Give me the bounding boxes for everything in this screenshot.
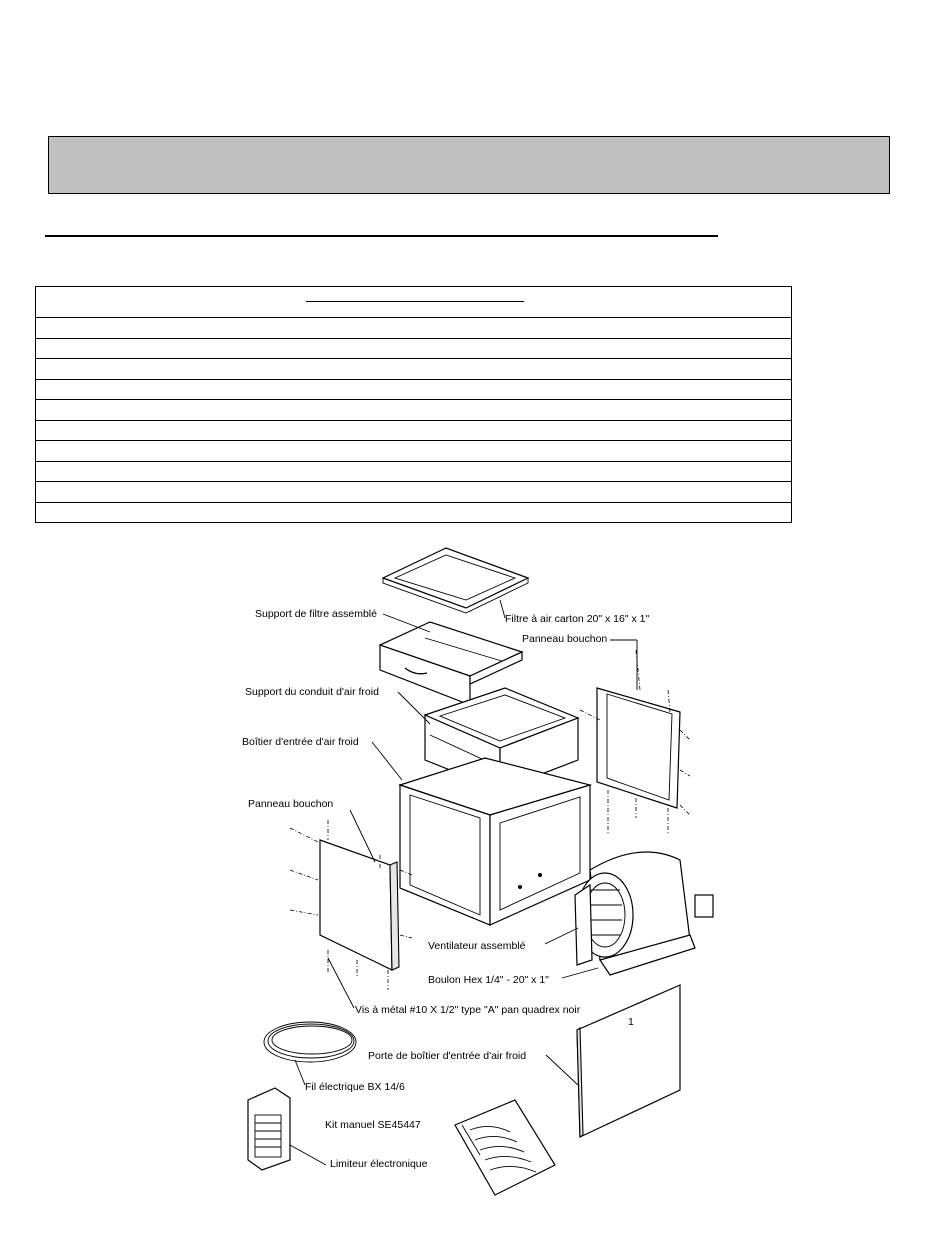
header-band [48, 136, 890, 194]
label-fan: Ventilateur assemblé [428, 940, 526, 952]
label-plug-panel-left: Panneau bouchon [248, 798, 333, 810]
label-screw: Vis à métal #10 X 1/2" type "A" pan quad… [355, 1004, 581, 1016]
table-row [35, 501, 792, 523]
air-filter [381, 547, 530, 614]
label-cold-inlet-box: Boîtier d'entrée d'air froid [242, 736, 359, 748]
label-filter: Filtre à air carton 20" x 16" x 1" [505, 613, 650, 625]
fan-assembly [574, 851, 714, 976]
cold-inlet-box [398, 757, 593, 926]
section-divider [45, 235, 718, 237]
plug-panel-right [579, 649, 691, 835]
label-limiter: Limiteur électronique [330, 1158, 428, 1170]
door-mark: 1 [628, 1016, 634, 1028]
table-header-row [35, 286, 792, 318]
label-manual-kit: Kit manuel SE45447 [325, 1119, 421, 1131]
inlet-door: 1 [576, 984, 681, 1139]
bx-wire-coil [263, 1021, 357, 1063]
label-cold-duct-support: Support du conduit d'air froid [245, 686, 379, 698]
label-door: Porte de boîtier d'entrée d'air froid [368, 1050, 526, 1062]
parts-table [35, 286, 792, 523]
table-header-cell [35, 286, 792, 318]
plug-panel-left [289, 820, 413, 990]
label-filter-support: Support de filtre assemblé [255, 608, 377, 620]
electronic-limiter [247, 1087, 291, 1171]
manual-kit [454, 1099, 556, 1196]
label-bx-wire: Fil électrique BX 14/6 [305, 1081, 405, 1093]
label-plug-panel-right: Panneau bouchon [522, 633, 607, 645]
leader-lines [289, 599, 638, 1166]
header-underline [306, 301, 524, 302]
label-hex-bolt: Boulon Hex 1/4" - 20" x 1" [428, 974, 549, 986]
filter-support [378, 621, 524, 706]
